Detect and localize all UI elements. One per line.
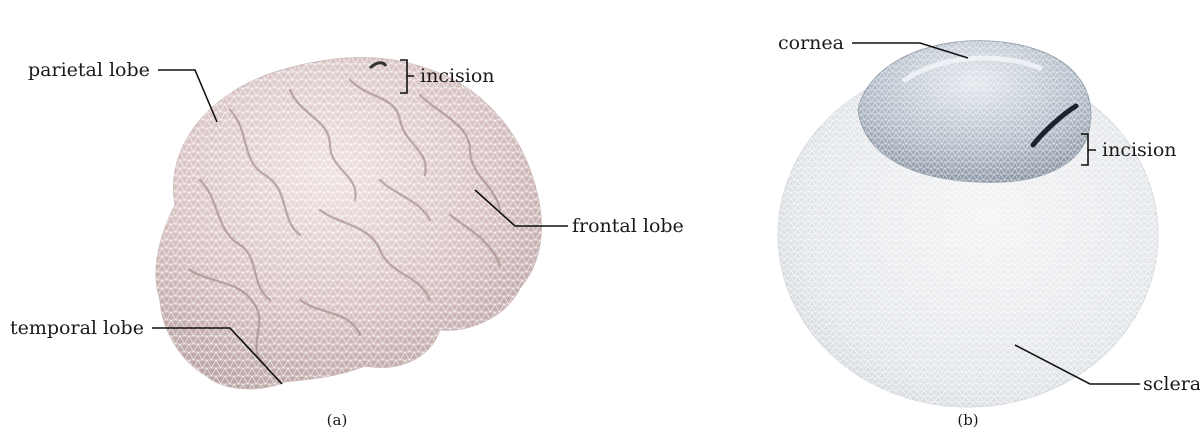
temporal-lobe-label: temporal lobe (10, 317, 144, 339)
brain-panel: parietal lobe incision frontal lobe temp… (10, 57, 684, 429)
incision-label-a: incision (420, 65, 495, 87)
cornea-label: cornea (778, 32, 844, 54)
sclera-label: sclera (1143, 373, 1200, 395)
incision-label-b: incision (1102, 139, 1177, 161)
frontal-lobe-label: frontal lobe (572, 215, 684, 237)
caption-b: (b) (957, 411, 978, 429)
eye-panel: cornea incision sclera (b) (778, 32, 1200, 429)
caption-a: (a) (327, 411, 348, 429)
parietal-lobe-label: parietal lobe (28, 59, 150, 81)
